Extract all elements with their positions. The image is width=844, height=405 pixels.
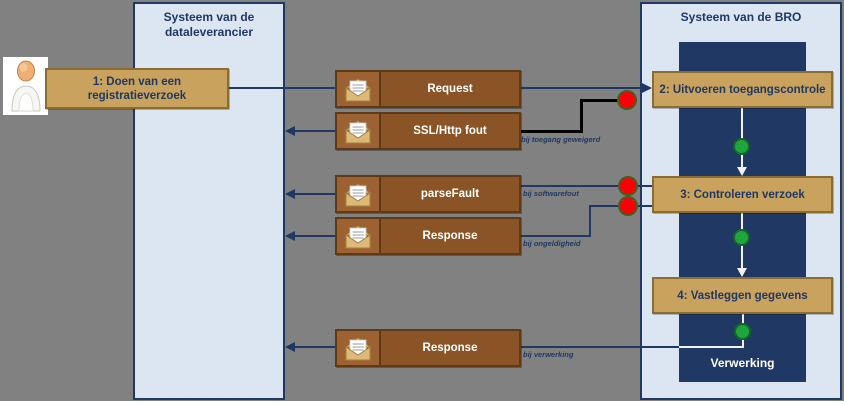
step-1-box: 1: Doen van een registratieverzoek <box>45 68 229 109</box>
response4-line-inner <box>679 346 744 348</box>
response3-return-line <box>294 235 335 237</box>
lane-dataleverancier: Systeem van de dataleverancier <box>133 2 285 400</box>
flow-line-request-right <box>521 87 643 89</box>
step-2-label: 2: Uitvoeren toegangscontrole <box>659 83 826 96</box>
envelope-icon <box>337 114 381 148</box>
response4-return-line <box>294 346 335 348</box>
parsefault-line-right <box>521 185 652 187</box>
lane-dataleverancier-title: Systeem van de dataleverancier <box>163 10 255 39</box>
response3-line-bottom <box>521 235 591 237</box>
error-line-top <box>580 99 622 102</box>
step-3-label: 3: Controleren verzoek <box>680 188 805 201</box>
success-connector-2 <box>733 229 750 246</box>
message-request-label: Request <box>427 83 473 95</box>
message-response-verwerking-label: Response <box>422 342 478 354</box>
step-3-box: 3: Controleren verzoek <box>652 176 833 213</box>
error-connector-software <box>618 176 638 196</box>
parsefault-return-line <box>294 193 335 195</box>
success-connector-3 <box>734 323 751 340</box>
response3-line-vert <box>589 205 591 237</box>
verwerking-label: Verwerking <box>710 356 775 370</box>
response4-line-right <box>521 346 679 348</box>
note-softwarefout: bij softwarefout <box>523 189 579 198</box>
arrowhead-request-icon <box>642 83 652 93</box>
lane-bro-title: Systeem van de BRO <box>680 10 802 24</box>
arrowhead-parsefault-icon <box>285 189 295 199</box>
step-4-label: 4: Vastleggen gegevens <box>677 289 808 302</box>
note-ongeldigheid: bij ongeldigheid <box>523 239 581 248</box>
envelope-icon <box>337 331 381 365</box>
arrowhead-down-2-icon <box>737 268 747 277</box>
note-verwerking: bij verwerking <box>523 350 574 359</box>
message-request: Request <box>335 70 521 108</box>
note-toegang-geweigerd: bij toegang geweigerd <box>521 135 601 144</box>
message-response-controle-label: Response <box>422 230 478 242</box>
message-ssl-fout-label: SSL/Http fout <box>413 125 487 137</box>
arrowhead-response4-icon <box>285 342 295 352</box>
step-2-box: 2: Uitvoeren toegangscontrole <box>652 71 833 108</box>
success-connector-1 <box>733 138 750 155</box>
error-connector-ongeldig <box>618 196 638 216</box>
message-response-controle: Response <box>335 217 521 255</box>
message-parsefault-label: parseFault <box>420 188 480 200</box>
arrowhead-ssl-icon <box>285 126 295 136</box>
envelope-icon <box>337 177 381 211</box>
error-connector-toegang <box>617 90 637 110</box>
message-response-verwerking: Response <box>335 329 521 367</box>
envelope-icon <box>337 72 381 106</box>
message-ssl-fout: SSL/Http fout <box>335 112 521 150</box>
message-parsefault: parseFault <box>335 175 521 213</box>
arrowhead-response3-icon <box>285 231 295 241</box>
envelope-icon <box>337 219 381 253</box>
arrowhead-down-1-icon <box>737 167 747 176</box>
error-line-vert <box>580 99 583 133</box>
person-icon <box>10 60 41 112</box>
step-4-box: 4: Vastleggen gegevens <box>652 277 833 314</box>
actor-person <box>3 57 48 115</box>
ssl-return-line <box>294 130 335 132</box>
error-line-bottom <box>521 130 583 133</box>
step-1-label: 1: Doen van een registratieverzoek <box>87 75 187 102</box>
